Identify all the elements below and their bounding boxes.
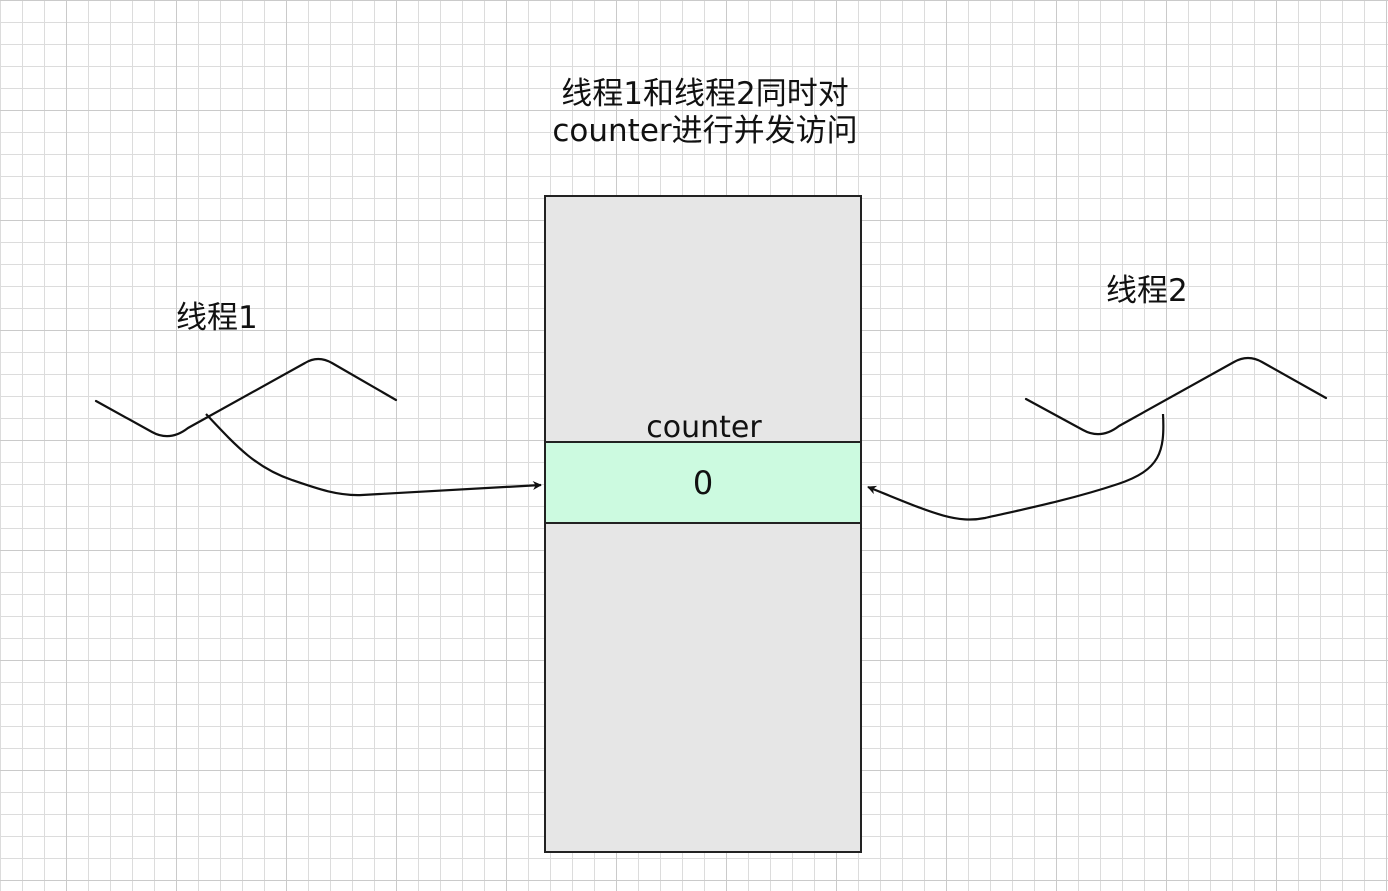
thread1-arrow — [205, 413, 542, 497]
counter-label: counter — [646, 410, 762, 445]
thread2-label: 线程2 — [1106, 273, 1188, 309]
thread1-label: 线程1 — [176, 300, 258, 336]
counter-cell: 0 — [544, 441, 862, 524]
thread1-wave-icon — [94, 357, 398, 438]
title-line-1: 线程1和线程2同时对 — [561, 76, 849, 112]
thread2-arrow — [867, 413, 1165, 521]
diagram-title: 线程1和线程2同时对 counter进行并发访问 — [520, 76, 890, 150]
memory-block — [544, 195, 862, 853]
thread2-wave-icon — [1024, 356, 1328, 436]
counter-value: 0 — [692, 463, 714, 502]
title-line-2: counter进行并发访问 — [552, 113, 858, 150]
